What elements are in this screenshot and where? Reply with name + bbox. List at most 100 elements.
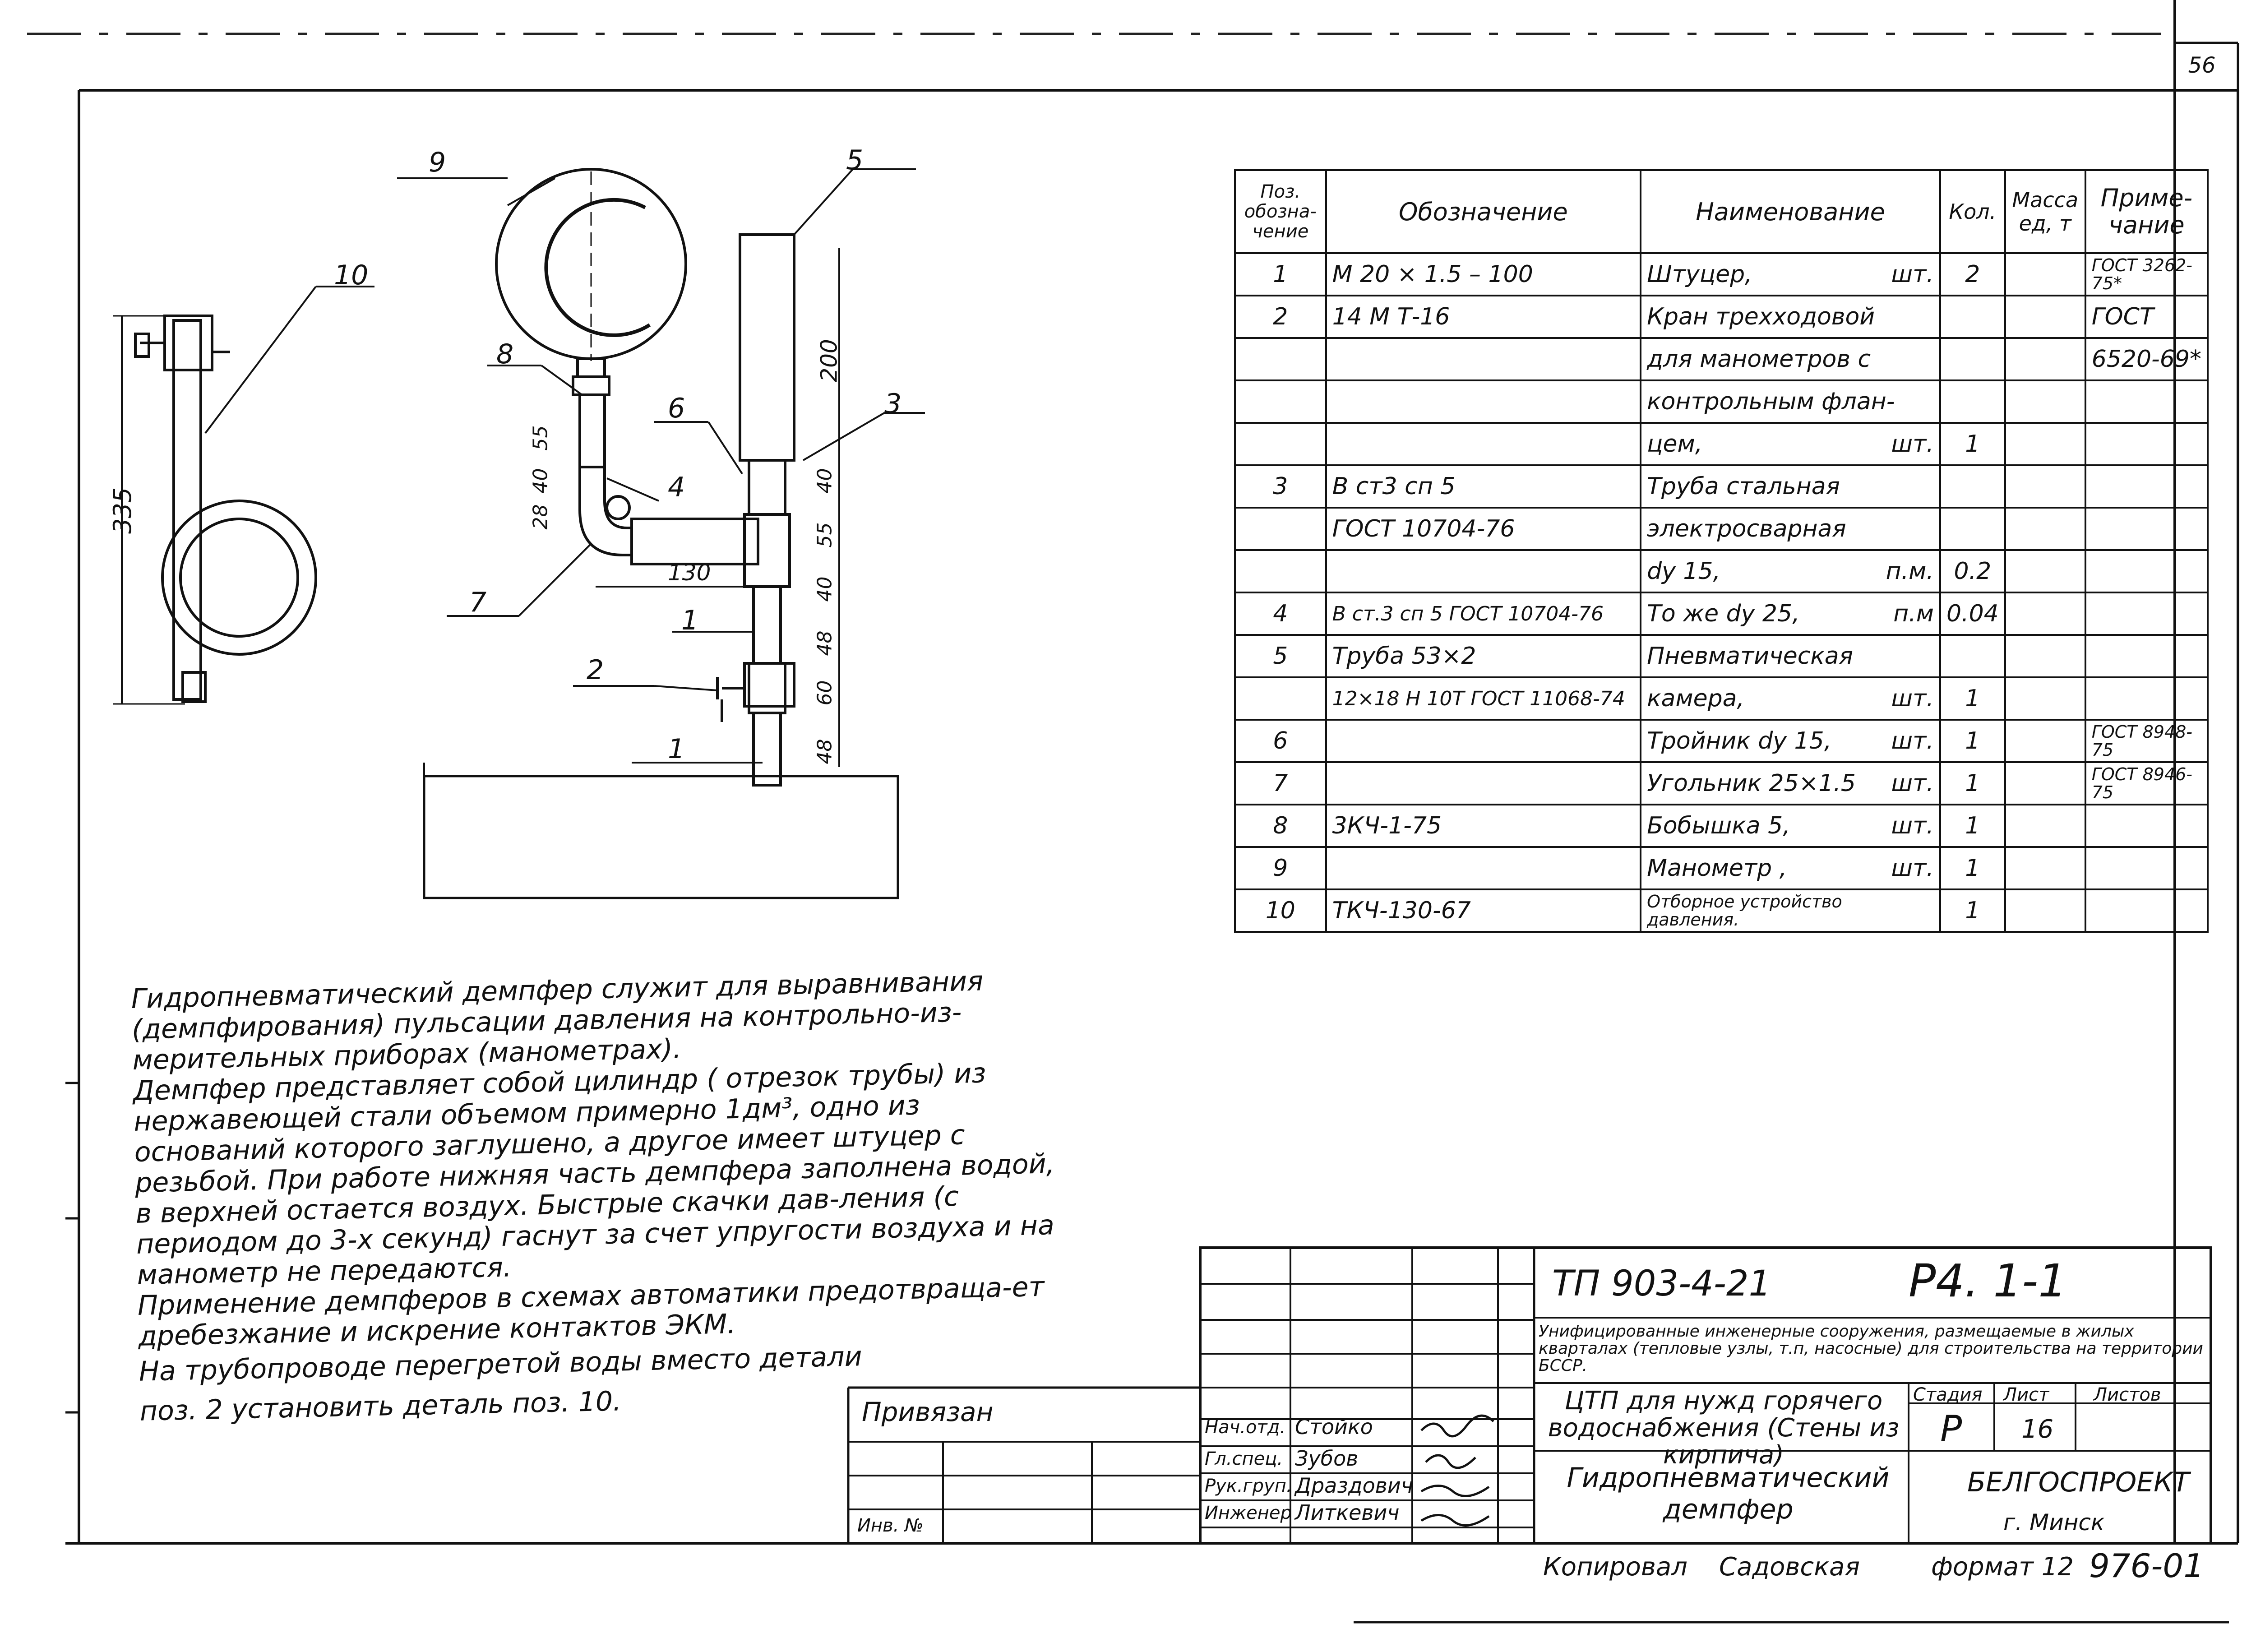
cell-name: цем,шт. (1640, 422, 1941, 466)
cell-designation: ГОСТ 10704-76 (1325, 507, 1642, 551)
cell-unit: шт. (1891, 812, 1934, 839)
cell-designation: ТКЧ-130-67 (1325, 888, 1642, 933)
cell-unit: п.м (1893, 600, 1934, 627)
person-1: Стойко (1295, 1415, 1373, 1439)
spec-row: контрольным флан- (1234, 379, 2209, 424)
cell-qty: 1 (1939, 888, 2006, 933)
cell-designation: В ст3 сп 5 (1325, 464, 1642, 509)
cell-mass (2004, 888, 2086, 933)
col-designation: Обозначение (1325, 169, 1642, 254)
cell-unit: шт. (1891, 855, 1934, 882)
cell-qty: 1 (1939, 719, 2006, 763)
sheet-number: 56 (2188, 53, 2216, 78)
cell-name-text: Манометр , (1647, 855, 1787, 882)
cell-designation (1325, 422, 1642, 466)
cell-name-text: То же dу 25, (1647, 600, 1800, 627)
sheet-value: 16 (2021, 1415, 2054, 1444)
signatures (1420, 1414, 1494, 1527)
cell-pos: 10 (1234, 888, 1327, 933)
cell-note: 6520-69* (2084, 337, 2209, 381)
cell-designation (1325, 719, 1642, 763)
cell-qty: 0.2 (1939, 549, 2006, 593)
project-code: ТП 903-4-21 (1552, 1263, 1771, 1304)
label-4: 4 (668, 472, 685, 503)
cell-name: контрольным флан- (1640, 379, 1941, 424)
cell-note (2084, 379, 2209, 424)
cell-pos: 5 (1234, 634, 1327, 678)
cell-name: Бобышка 5,шт. (1640, 804, 1941, 848)
cell-mass (2004, 507, 2086, 551)
cell-pos: 4 (1234, 592, 1327, 636)
cell-mass (2004, 719, 2086, 763)
cell-name: dу 15, п.м. (1640, 549, 1941, 593)
cell-mass (2004, 252, 2086, 296)
cell-designation: Труба 53×2 (1325, 634, 1642, 678)
cell-name-text: Пневматическая (1647, 643, 1853, 670)
sheet-header: Лист (2003, 1384, 2049, 1405)
cell-name-text: Штуцер, (1647, 261, 1752, 288)
cell-designation: 14 М Т-16 (1325, 295, 1642, 339)
cell-unit: п.м. (1886, 558, 1934, 585)
cell-designation: 12×18 Н 10Т ГОСТ 11068-74 (1325, 676, 1642, 721)
stage-value: Р (1940, 1408, 1962, 1450)
org-title: Унифицированные инженерные сооружения, р… (1539, 1322, 2203, 1375)
cell-designation (1325, 846, 1642, 890)
col-mass: Масса ед, т (2004, 169, 2086, 254)
sheets-header: Листов (2094, 1384, 2161, 1405)
cell-name: Тройник dу 15,шт. (1640, 719, 1941, 763)
stamp-inv-no: Инв. № (857, 1515, 924, 1536)
cell-unit: шт. (1891, 685, 1934, 712)
cell-pos (1234, 379, 1327, 424)
cell-mass (2004, 422, 2086, 466)
sheet-code: Р4. 1-1 (1909, 1254, 2067, 1307)
cell-mass (2004, 549, 2086, 593)
cell-qty (1939, 464, 2006, 509)
cell-designation (1325, 337, 1642, 381)
cell-qty (1939, 337, 2006, 381)
cell-qty: 0.04 (1939, 592, 2006, 636)
cell-name-text: контрольным флан- (1647, 388, 1895, 415)
cell-designation (1325, 379, 1642, 424)
cell-qty: 1 (1939, 846, 2006, 890)
role-3: Рук.груп. (1205, 1476, 1292, 1496)
object-title: ЦТП для нужд горячего водоснабжения (Сте… (1548, 1386, 1900, 1470)
cell-pos: 8 (1234, 804, 1327, 848)
col-pos: Поз. обозна-чение (1234, 169, 1327, 254)
cell-mass (2004, 379, 2086, 424)
copied-label: Копировал (1543, 1552, 1687, 1582)
cell-note: ГОСТ 8948-75 (2084, 719, 2209, 763)
cell-qty: 1 (1939, 676, 2006, 721)
cell-qty (1939, 379, 2006, 424)
cell-pos: 9 (1234, 846, 1327, 890)
cell-note: ГОСТ 8946-75 (2084, 761, 2209, 805)
cell-name-text: dу 15, (1647, 558, 1721, 585)
cell-note (2084, 549, 2209, 593)
cell-name: Штуцер,шт. (1640, 252, 1941, 296)
spec-table: Поз. обозна-чение Обозначение Наименован… (1234, 169, 2209, 933)
city: г. Минск (2003, 1509, 2105, 1536)
cell-name: Манометр , шт. (1640, 846, 1941, 890)
cell-mass (2004, 846, 2086, 890)
cell-note (2084, 846, 2209, 890)
cell-name-text: Отборное устройство давления. (1647, 892, 1842, 930)
cell-designation: 3КЧ-1-75 (1325, 804, 1642, 848)
col-qty: Кол. (1939, 169, 2006, 254)
cell-qty: 2 (1939, 252, 2006, 296)
cell-note: ГОСТ (2084, 295, 2209, 339)
cell-name: То же dу 25, п.м (1640, 592, 1941, 636)
cell-designation (1325, 549, 1642, 593)
cell-qty (1939, 634, 2006, 678)
col-name: Наименование (1640, 169, 1941, 254)
cell-name: для манометров с (1640, 337, 1941, 381)
cell-name-text: цем, (1647, 430, 1703, 458)
label-3: 3 (884, 388, 902, 420)
